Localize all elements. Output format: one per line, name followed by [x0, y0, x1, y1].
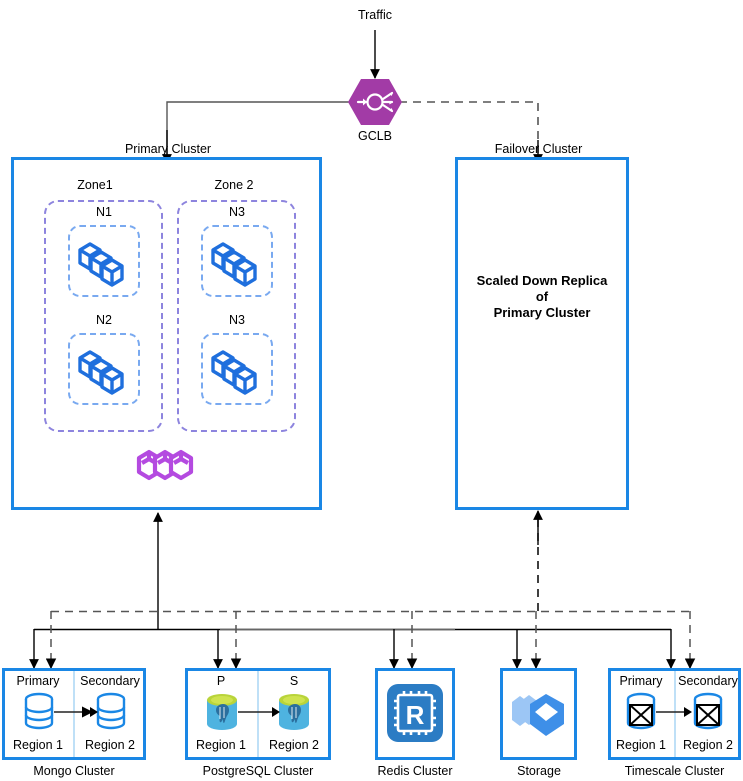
node-n3b-box[interactable]	[201, 333, 273, 405]
gclb-icon[interactable]	[347, 78, 403, 126]
node-n3a-label: N3	[229, 205, 245, 219]
storage-icon	[508, 690, 570, 742]
timescale-secondary-region-label: Region 2	[682, 738, 734, 752]
postgresql-replication-arrow	[238, 707, 280, 717]
timescale-replication-arrow	[656, 707, 692, 717]
node-n2-box[interactable]	[68, 333, 140, 405]
pod-hexagons-icon	[130, 448, 204, 484]
postgresql-secondary-region-label: Region 2	[268, 738, 320, 752]
svg-text:R: R	[406, 700, 425, 730]
failover-body-line-1: Scaled Down Replica	[476, 273, 608, 288]
postgresql-divider	[257, 671, 259, 757]
zone2-label: Zone 2	[214, 178, 254, 192]
mongo-secondary-region-label: Region 2	[84, 738, 136, 752]
failover-cluster-box[interactable]	[455, 157, 629, 510]
timescale-primary-role-label: Primary	[619, 674, 663, 688]
postgres-db-icon	[205, 692, 239, 732]
mongo-replication-arrow	[54, 706, 98, 718]
storage-caption: Storage	[517, 764, 561, 778]
postgresql-cluster-caption: PostgreSQL Cluster	[202, 764, 314, 778]
postgresql-secondary-role-label: S	[289, 674, 299, 688]
cube-stack-icon	[209, 344, 265, 396]
node-n1-label: N1	[96, 205, 112, 219]
zone2-box[interactable]	[177, 200, 296, 432]
cube-stack-icon	[76, 236, 132, 288]
mongo-divider	[73, 671, 75, 757]
timescale-secondary-role-label: Secondary	[678, 674, 738, 688]
node-n3b-label: N3	[229, 313, 245, 327]
redis-icon: R	[384, 678, 446, 750]
mongo-primary-region-label: Region 1	[12, 738, 64, 752]
timescale-primary-region-label: Region 1	[615, 738, 667, 752]
edge-gclb-to-failover	[399, 101, 539, 160]
mongo-db-icon	[95, 692, 127, 730]
cube-stack-icon	[209, 236, 265, 288]
timescale-db-icon	[624, 692, 658, 732]
redis-cluster-caption: Redis Cluster	[377, 764, 453, 778]
timescale-divider	[674, 671, 676, 757]
timescale-cluster-caption: Timescale Cluster	[624, 764, 725, 778]
primary-cluster-label: Primary Cluster	[124, 142, 212, 156]
traffic-label: Traffic	[357, 8, 393, 22]
mongo-db-icon	[23, 692, 55, 730]
postgres-db-icon	[277, 692, 311, 732]
zone1-box[interactable]	[44, 200, 163, 432]
postgresql-primary-region-label: Region 1	[195, 738, 247, 752]
mongo-primary-role-label: Primary	[16, 674, 60, 688]
node-n1-box[interactable]	[68, 225, 140, 297]
failover-cluster-label: Failover Cluster	[494, 142, 583, 156]
zone1-label: Zone1	[77, 178, 113, 192]
postgresql-primary-role-label: P	[216, 674, 226, 688]
timescale-db-icon	[691, 692, 725, 732]
gclb-label: GCLB	[357, 129, 393, 143]
node-n3a-box[interactable]	[201, 225, 273, 297]
cube-stack-icon	[76, 344, 132, 396]
mongo-secondary-role-label: Secondary	[80, 674, 140, 688]
failover-body-line-3: Primary Cluster	[493, 305, 591, 320]
mongo-cluster-caption: Mongo Cluster	[33, 764, 115, 778]
node-n2-label: N2	[96, 313, 112, 327]
failover-body-line-2: of	[535, 289, 549, 304]
